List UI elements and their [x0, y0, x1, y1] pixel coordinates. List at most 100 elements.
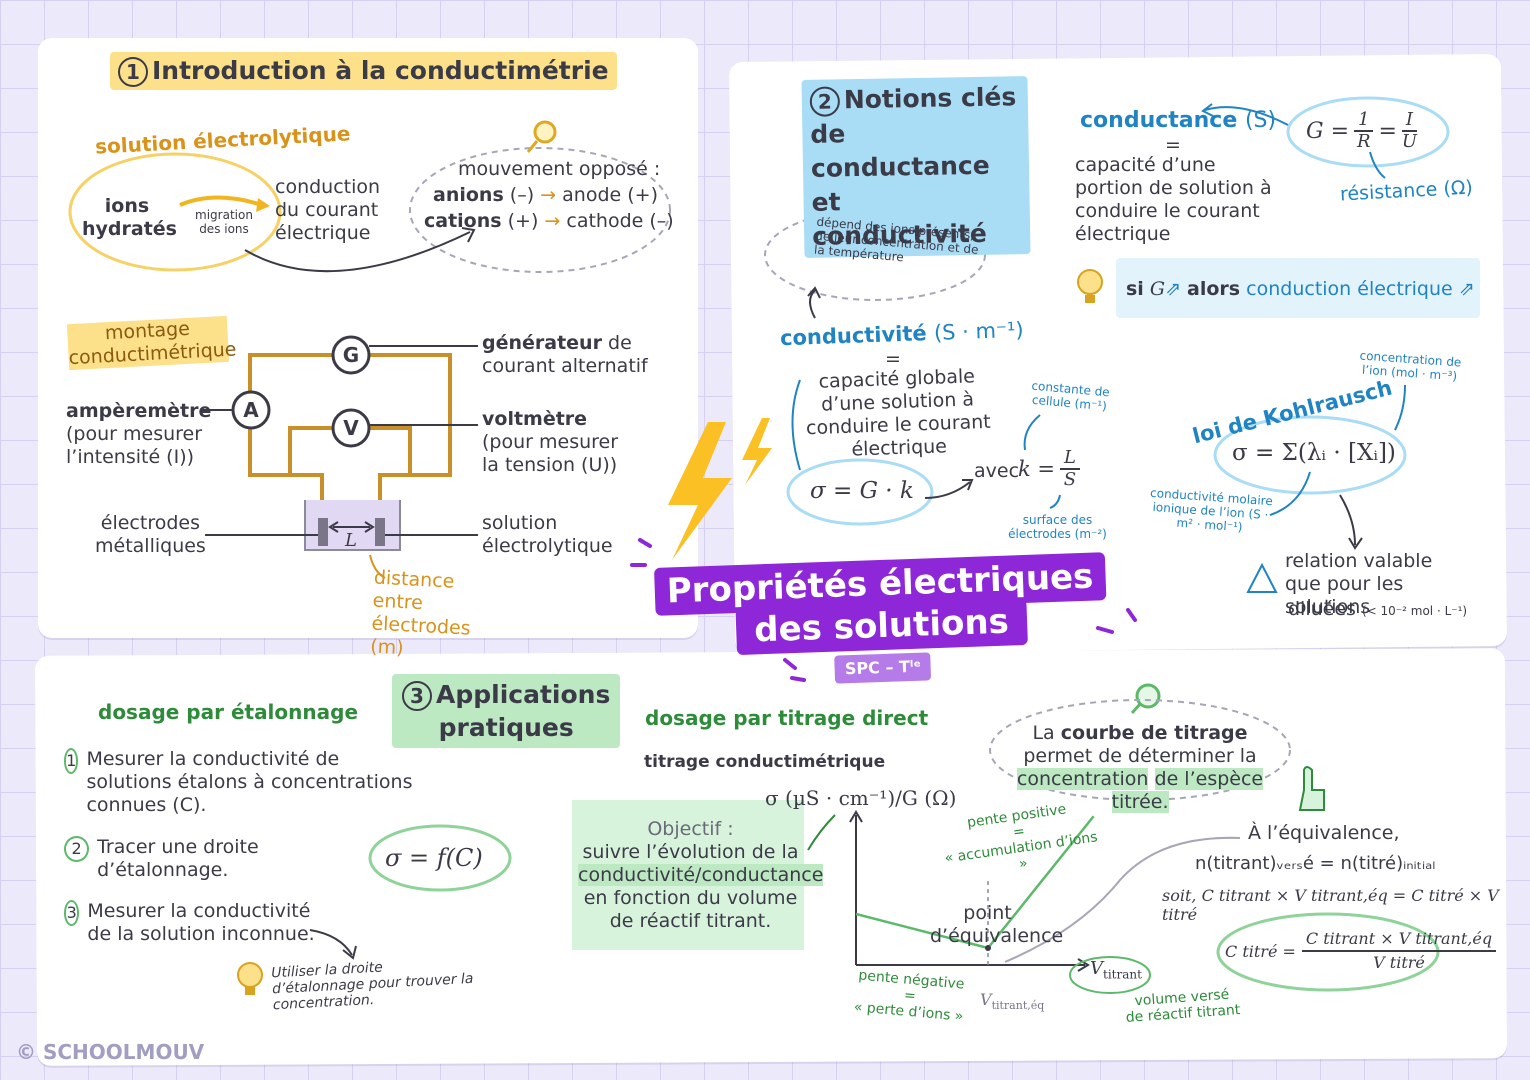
objectif-text: Objectif : suivre l’évolution de la cond… — [578, 818, 824, 933]
magnifier-icon — [533, 120, 557, 144]
titrage-sub: titrage conductimétrique — [644, 752, 886, 772]
y-axis-label: σ (µS · cm⁻¹)/G (Ω) — [765, 786, 957, 810]
point-eq-label: point d’équivalence — [930, 902, 1064, 947]
cfinal-den: V titré — [1373, 953, 1425, 972]
k-left: k = — [1018, 457, 1055, 481]
anions-sign: (–) — [509, 184, 535, 206]
eq-line1: n(titrant)ᵥₑᵣₛé = n(titré)ᵢₙᵢₜᵢₐₗ — [1195, 853, 1436, 874]
tip-G: G — [1149, 278, 1166, 300]
veq-label: Vtitrant,éq — [980, 990, 1044, 1012]
s3-title-2: pratiques — [438, 713, 574, 742]
courbe-bold: courbe de titrage — [1060, 722, 1248, 744]
pente-neg-eq: = — [903, 987, 917, 1005]
amperemetre-bold: ampèremètre — [66, 400, 212, 422]
f-formula: σ = f(C) — [385, 844, 483, 872]
circuit — [248, 353, 452, 520]
titration-series-2 — [987, 815, 1095, 949]
s2-number: 2 — [809, 86, 841, 117]
link-arrow — [244, 231, 471, 273]
lightbulb-icon — [1077, 269, 1103, 295]
courbe-hl1: concentration — [1016, 768, 1149, 790]
diluees-line: diluées (< 10⁻² mol · L⁻¹) — [1288, 598, 1467, 621]
G-eq2: = — [1378, 118, 1397, 144]
L-label: L — [345, 530, 357, 551]
eq-line2: soit, C titrant × V titrant,éq = C titré… — [1162, 886, 1499, 924]
generator-symbol — [331, 335, 371, 375]
magnifier-icon-green — [1135, 683, 1161, 709]
tip-conduction: conduction électrique — [1246, 278, 1453, 300]
s3-number: 3 — [402, 681, 432, 711]
veq-v: V — [980, 990, 992, 1009]
conduction-label: conduction du courant électrique — [275, 176, 381, 244]
G-formula-left: G = — [1306, 118, 1350, 144]
diluees-small: (< 10⁻² mol · L⁻¹) — [1362, 604, 1468, 618]
x-axis-sub: titrant — [1103, 967, 1142, 982]
anode-label: anode (+) — [562, 184, 658, 206]
courbe-text: La courbe de titrage permet de détermine… — [1000, 722, 1280, 814]
obj-hl: conductivité/conductance — [578, 864, 824, 886]
s1-title-text: Introduction à la conductimétrie — [152, 56, 609, 85]
ions-label: ions hydratés — [82, 195, 177, 240]
cations-line: cations (+) → cathode (–) — [424, 210, 674, 232]
ions-ellipse — [68, 152, 282, 272]
tip-line: si G⇗ alors conduction électrique ⇗ — [1126, 278, 1475, 301]
courbe-1: La — [1032, 722, 1061, 744]
generateur-bold: générateur — [482, 332, 602, 354]
amperemetre-label: ampèremètre(pour mesurer l’intensité (I)… — [66, 400, 211, 469]
lightning-icon — [668, 422, 732, 560]
conductance-eq: = — [1165, 134, 1181, 156]
sigma-formula: σ = G · k — [810, 478, 914, 504]
amperemetre-rest: (pour mesurer l’intensité (I)) — [66, 423, 203, 468]
migration-arrow — [179, 195, 263, 207]
step-2-text: Tracer une droite d’étalonnage. — [97, 836, 259, 881]
step-2-num: 2 — [64, 836, 90, 862]
etal-title: dosage par étalonnage — [98, 700, 359, 724]
conductivite-eq: = — [885, 348, 901, 370]
diluees-word: diluées — [1288, 598, 1356, 620]
cfinal-num: C titrant × V titrant,éq — [1301, 928, 1497, 952]
G-formula-ellipse — [1286, 96, 1450, 168]
conductivite-unit: (S · m⁻¹) — [933, 317, 1025, 345]
conductance-title: conductance (S) — [1080, 108, 1276, 133]
G-frac2-num: I — [1401, 110, 1418, 132]
x-axis-label: Vtitrant — [1090, 958, 1142, 982]
obj-title: Objectif : — [647, 818, 734, 840]
s1-number: 1 — [118, 57, 148, 87]
hand-icon-green — [1298, 766, 1325, 811]
f-ellipse — [368, 824, 512, 892]
courbe-3 — [1148, 768, 1154, 790]
veq-sub: titrant,éq — [991, 999, 1045, 1013]
courbe-2: permet de déterminer la — [1023, 745, 1257, 767]
mouvement-ellipse — [409, 147, 671, 273]
mouvement-label: mouvement opposé : — [458, 158, 661, 180]
copyright-icon: © — [16, 1040, 36, 1064]
tip-arrow-1: ⇗ — [1165, 278, 1181, 300]
tip-si: si — [1126, 278, 1144, 300]
k-num: L — [1060, 448, 1080, 470]
obj-1: suivre l’évolution de la — [582, 841, 799, 863]
G-label: G — [342, 343, 360, 367]
warning-icon — [1246, 562, 1278, 593]
conductivite-def: capacité globale d’une solution à condui… — [805, 365, 992, 461]
conductance-def: capacité d’une portion de solution à con… — [1075, 154, 1272, 245]
migration-label: migration des ions — [195, 208, 253, 236]
anions-line: anions (–) → anode (+) — [433, 184, 658, 206]
conductivite-word: conductivité — [779, 321, 928, 351]
s2-title-1: Notions clés — [843, 82, 1017, 115]
cathode-label: cathode (–) — [566, 210, 674, 232]
step-3-num: 3 — [64, 900, 80, 926]
central-title: Propriétés électriques des solutions SPC… — [654, 552, 1109, 690]
kohlrausch-ellipse — [1213, 415, 1407, 495]
titration-series-1 — [855, 912, 989, 950]
obj-2: en fonction du volume de réactif titrant… — [583, 887, 798, 932]
kohlrausch-formula: σ = Σ(λᵢ · [Xᵢ]) — [1232, 440, 1396, 466]
tip-box — [1116, 258, 1480, 318]
G-frac1-den: R — [1356, 131, 1371, 152]
surface-label: surface des électrodes (m⁻²) — [1008, 513, 1107, 541]
tip-alors: alors — [1187, 278, 1241, 300]
